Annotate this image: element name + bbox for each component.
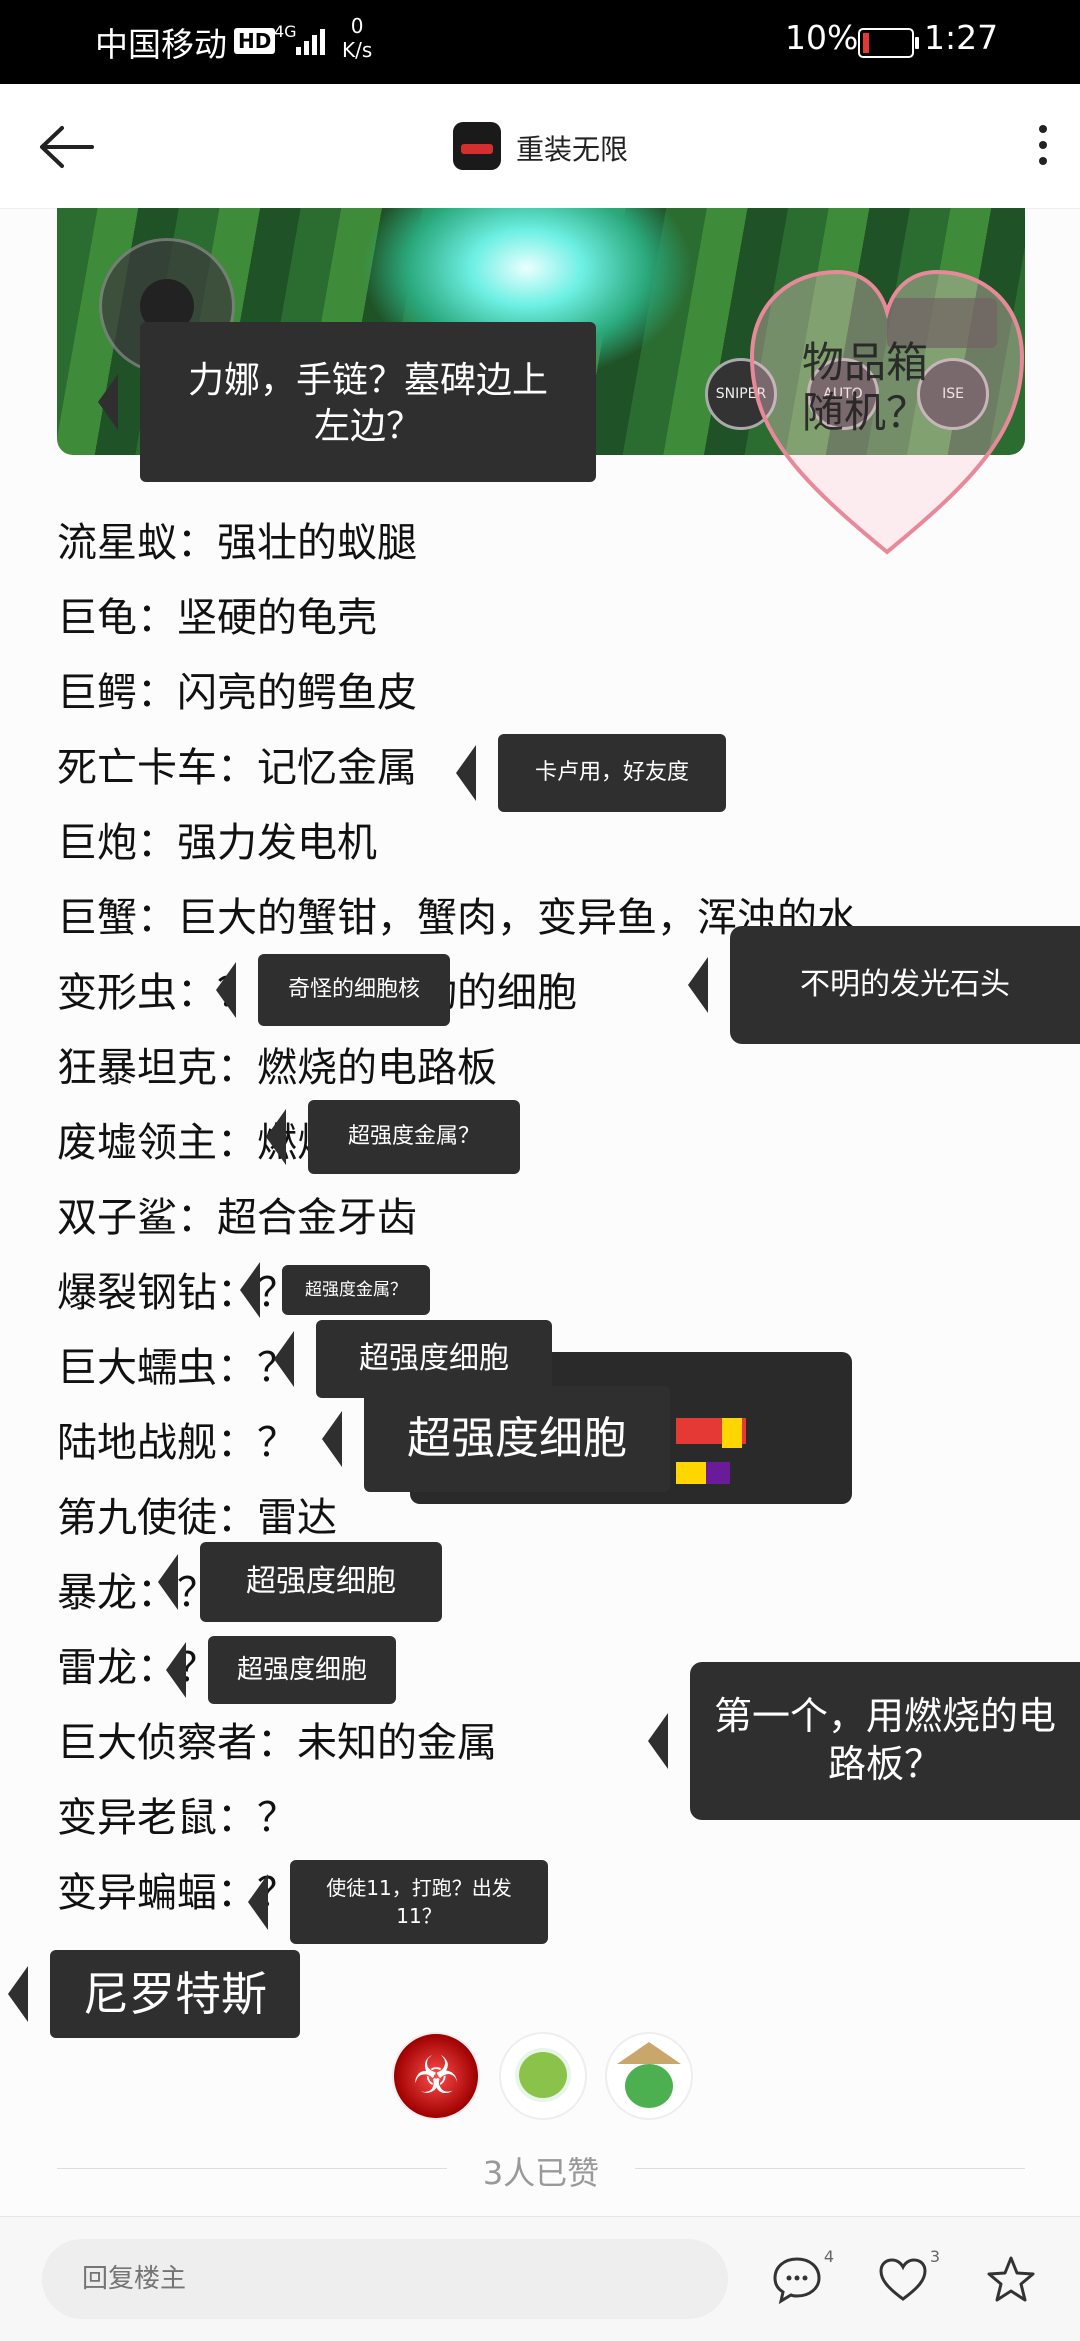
hud-panel bbox=[887, 298, 997, 348]
star-icon bbox=[987, 2256, 1035, 2302]
game-button-auto: AUTO bbox=[807, 358, 879, 430]
annotation-bubble: 卡卢用，好友度 bbox=[498, 734, 726, 812]
list-item: 死亡卡车：记忆金属 bbox=[57, 745, 417, 791]
annotation-bubble: 超强度细胞 bbox=[200, 1542, 442, 1622]
comment-count: 4 bbox=[823, 2247, 834, 2266]
heart-annotation: 物品箱随机？ bbox=[801, 338, 928, 437]
divider bbox=[57, 2168, 447, 2169]
comment-icon bbox=[773, 2257, 821, 2305]
battery-percent: 10% bbox=[785, 18, 859, 57]
color-swatch-yellow bbox=[722, 1418, 742, 1448]
list-item: 双子鲨：超合金牙齿 bbox=[57, 1195, 417, 1241]
annotation-bubble: 超强度金属？ bbox=[282, 1265, 430, 1315]
list-item: 第九使徒：雷达 bbox=[57, 1495, 337, 1541]
annotation-bubble: 使徒11，打跑？出发11？ bbox=[290, 1860, 548, 1944]
list-item: 巨龟：坚硬的龟壳 bbox=[57, 595, 377, 641]
signal-icon bbox=[296, 24, 336, 63]
favorite-button[interactable] bbox=[984, 2253, 1038, 2307]
top-app-bar: 重装无限 bbox=[0, 84, 1080, 209]
status-bar: 中国移动 HD 4G 0 K/s 10% 1:27 bbox=[0, 0, 1080, 84]
forum-title[interactable]: 重装无限 bbox=[516, 133, 629, 166]
net-speed-unit: K/s bbox=[342, 38, 373, 62]
list-item: 雷龙：？ bbox=[57, 1645, 217, 1691]
list-item: 巨炮：强力发电机 bbox=[57, 820, 377, 866]
annotation-bubble-lina: 力娜，手链？墓碑边上左边？ bbox=[140, 322, 596, 482]
list-item: 巨鳄：闪亮的鳄鱼皮 bbox=[57, 670, 417, 716]
color-swatch-yellow-2 bbox=[676, 1462, 706, 1484]
annotation-bubble: 超强度细胞 bbox=[364, 1386, 670, 1492]
like-count: 3 bbox=[929, 2247, 940, 2266]
list-item: 爆裂钢钻：？ bbox=[57, 1270, 297, 1316]
app-logo[interactable] bbox=[453, 122, 501, 170]
comment-button[interactable]: 4 bbox=[770, 2247, 834, 2307]
carrier-label: 中国移动 bbox=[95, 25, 227, 64]
more-options-icon[interactable] bbox=[1032, 120, 1054, 176]
color-swatch-purple bbox=[706, 1462, 730, 1484]
back-arrow-icon[interactable] bbox=[38, 122, 98, 172]
list-item: 暴龙：？ bbox=[57, 1570, 217, 1616]
net-speed-value: 0 bbox=[350, 14, 364, 38]
list-item: 陆地战舰：？ bbox=[57, 1420, 297, 1466]
list-item: 狂暴坦克：燃烧的电路板 bbox=[57, 1045, 497, 1091]
annotation-bubble: 超强度细胞 bbox=[316, 1320, 552, 1398]
hd-badge: HD bbox=[234, 28, 276, 54]
annotation-bubble: 第一个，用燃烧的电路板？ bbox=[690, 1662, 1080, 1820]
bottom-action-bar: 4 3 bbox=[0, 2216, 1080, 2341]
annotation-bubble: 超强度细胞 bbox=[208, 1636, 396, 1704]
annotation-bubble: 尼罗特斯 bbox=[50, 1950, 300, 2038]
list-item: 流星蚁：强壮的蚁腿 bbox=[57, 520, 417, 566]
annotation-bubble: 超强度金属？ bbox=[308, 1100, 520, 1174]
game-button-ise: ISE bbox=[917, 358, 989, 430]
heart-icon bbox=[879, 2258, 927, 2301]
list-item: 变异老鼠：？ bbox=[57, 1795, 297, 1841]
annotation-bubble: 奇怪的细胞核 bbox=[258, 954, 450, 1026]
like-summary: 3人已赞 bbox=[57, 2148, 1025, 2192]
list-item: 巨大蠕虫：？ bbox=[57, 1345, 297, 1391]
list-item: 巨大侦察者：未知的金属 bbox=[57, 1720, 497, 1766]
battery-icon bbox=[858, 28, 919, 58]
annotation-bubble: 不明的发光石头 bbox=[730, 926, 1080, 1044]
list-item: 巨蟹：巨大的蟹钳，蟹肉，变异鱼，浑浊的水 bbox=[57, 895, 857, 941]
like-count-text: 3人已赞 bbox=[482, 2154, 600, 2192]
heart-doodle bbox=[749, 269, 1025, 555]
net-speed: 0 K/s bbox=[342, 14, 372, 62]
clock: 1:27 bbox=[924, 18, 999, 57]
liker-avatar[interactable] bbox=[605, 2032, 693, 2120]
liker-avatar[interactable] bbox=[499, 2032, 587, 2120]
liker-avatar[interactable] bbox=[392, 2032, 480, 2120]
divider bbox=[635, 2168, 1025, 2169]
like-button[interactable]: 3 bbox=[876, 2247, 940, 2307]
network-type: 4G bbox=[274, 22, 297, 41]
reply-input[interactable] bbox=[42, 2239, 728, 2319]
